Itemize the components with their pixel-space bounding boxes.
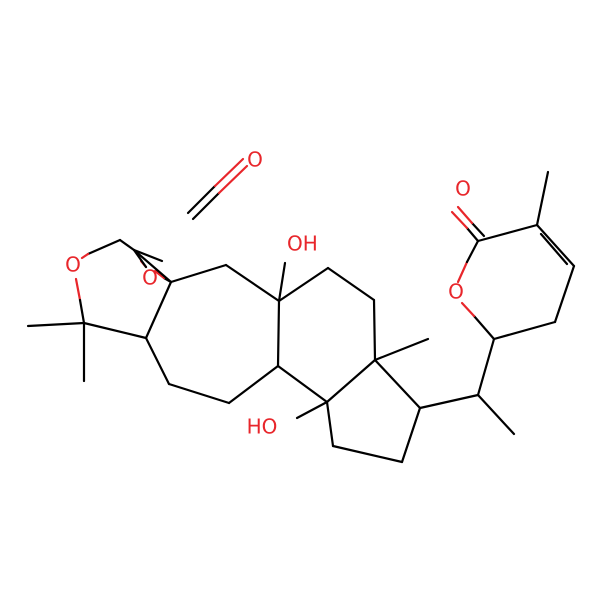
bottom-hydroxyl-label: HO <box>247 415 278 439</box>
top-hydroxyl-label: OH <box>287 232 318 256</box>
atom-labels: O O O O O OH HO <box>65 148 471 439</box>
bond-lines <box>26 157 576 464</box>
lactone-ring-oxygen-label: O <box>448 280 464 304</box>
furan-oxygen-label: O <box>65 253 81 277</box>
formaldehyde-oxygen-label: O <box>247 148 263 172</box>
lactone-carbonyl-oxygen-label: O <box>455 177 471 201</box>
epoxide-oxygen-label: O <box>142 266 158 290</box>
